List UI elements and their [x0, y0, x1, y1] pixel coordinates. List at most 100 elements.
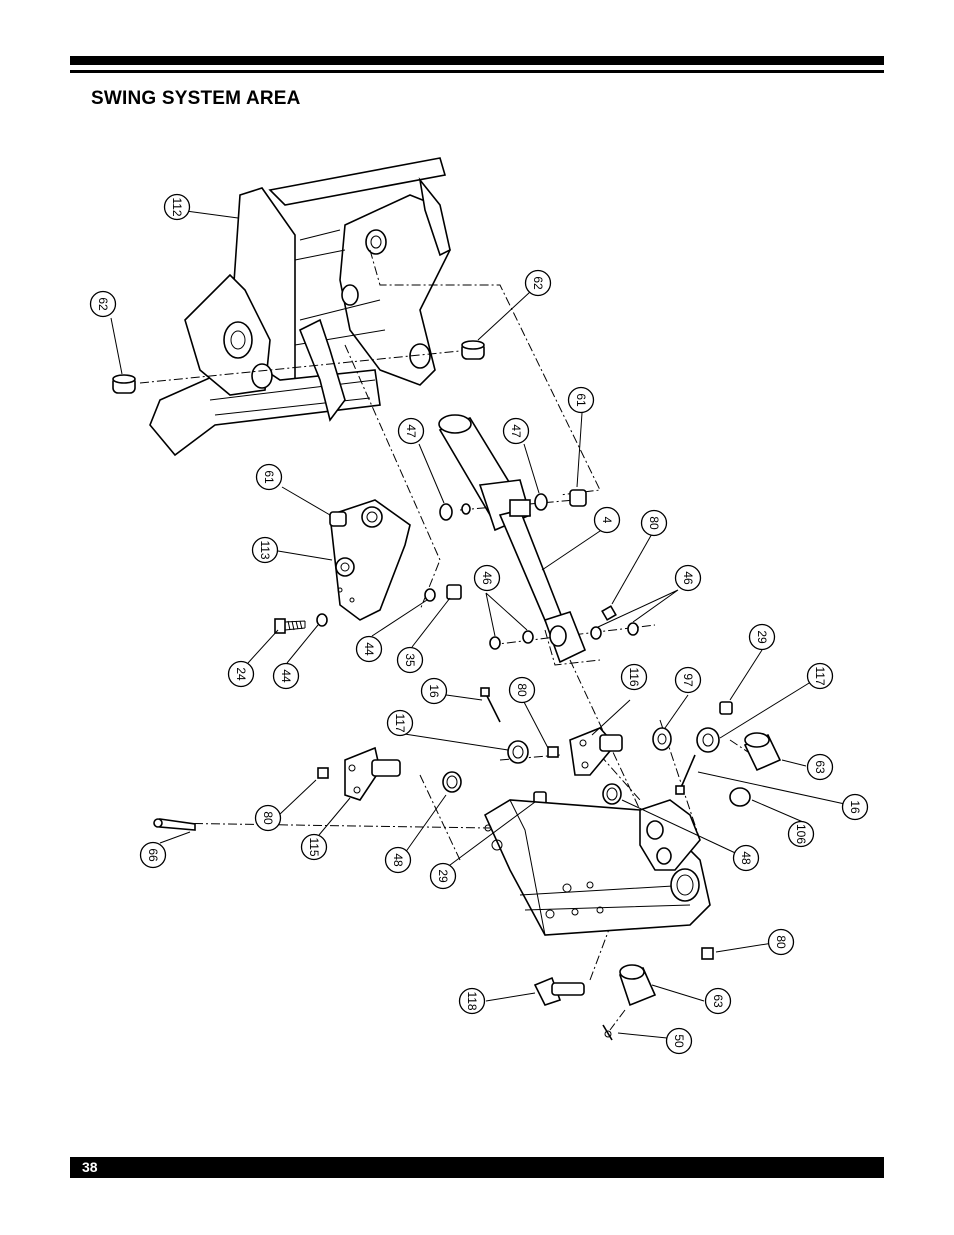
callout-48-left: 48: [384, 846, 412, 874]
bushing-117-right: [696, 727, 720, 753]
pin-bracket-115: [344, 746, 401, 801]
spacer-61-right: [569, 489, 587, 507]
svg-text:116: 116: [627, 667, 641, 686]
callout-116: 116: [620, 663, 648, 691]
svg-text:106: 106: [794, 824, 808, 844]
bushing-63-bottom: [618, 964, 657, 1007]
svg-text:117: 117: [813, 666, 827, 685]
callout-113: 113: [251, 536, 279, 564]
svg-text:50: 50: [672, 1034, 686, 1048]
callout-62-left: 62: [89, 290, 117, 318]
svg-text:118: 118: [465, 991, 479, 1010]
bolt-24: [274, 618, 306, 634]
callout-117-left: 117: [386, 709, 414, 737]
pin-bracket-116: [569, 727, 623, 776]
callout-48-right: 48: [732, 844, 760, 872]
callout-112: 112: [163, 193, 191, 221]
svg-text:117: 117: [393, 713, 407, 732]
callout-62-right: 62: [524, 269, 552, 297]
svg-text:97: 97: [681, 673, 695, 687]
callout-118: 118: [458, 987, 486, 1015]
swing-frame-112: [149, 157, 451, 457]
pin-66: [153, 818, 196, 831]
svg-text:115: 115: [307, 837, 321, 856]
washer-44-right: [424, 588, 436, 602]
callout-47-left: 47: [397, 417, 425, 445]
svg-text:16: 16: [848, 800, 862, 814]
callout-47-right: 47: [502, 417, 530, 445]
svg-text:48: 48: [391, 853, 405, 867]
svg-text:29: 29: [755, 630, 769, 644]
grease-fitting-80-top: [601, 605, 617, 621]
bushing-117-left: [507, 740, 529, 764]
svg-text:80: 80: [774, 935, 788, 949]
svg-text:66: 66: [146, 848, 160, 862]
grease-fitting-80-bottom: [701, 947, 714, 960]
washer-48-left: [442, 771, 462, 793]
svg-text:63: 63: [711, 994, 725, 1008]
svg-text:63: 63: [813, 760, 827, 774]
callout-66: 66: [139, 841, 167, 869]
bushing-63-top: [743, 732, 782, 772]
washers-46: [489, 622, 639, 650]
callout-80-mid: 80: [508, 676, 536, 704]
svg-text:44: 44: [362, 642, 376, 656]
washer-47-left: [439, 503, 471, 521]
callout-63-bottom: 63: [704, 987, 732, 1015]
svg-text:44: 44: [279, 669, 293, 683]
callout-35: 35: [396, 646, 424, 674]
svg-text:35: 35: [403, 653, 417, 667]
callout-44-right: 44: [355, 635, 383, 663]
svg-text:4: 4: [600, 517, 614, 524]
header-rule-thick: [70, 56, 884, 65]
callout-80-left: 80: [254, 804, 282, 832]
svg-text:61: 61: [262, 470, 276, 484]
callout-80-top: 80: [640, 509, 668, 537]
grease-fitting-80-mid: [547, 746, 559, 758]
washer-97: [652, 727, 672, 751]
washer-47-right: [534, 493, 548, 511]
svg-text:62: 62: [96, 297, 110, 311]
washer-48-right: [602, 783, 622, 805]
leader-lines: [110, 210, 855, 1039]
callout-4: 4: [593, 506, 621, 534]
page-title: SWING SYSTEM AREA: [91, 88, 301, 109]
svg-text:80: 80: [515, 683, 529, 697]
nut-106: [729, 787, 751, 807]
callout-115: 115: [300, 833, 328, 861]
svg-text:24: 24: [234, 667, 248, 681]
footer-bar: 38: [70, 1157, 884, 1178]
svg-text:61: 61: [574, 393, 588, 407]
spacer-61-left: [329, 511, 347, 527]
callout-46-left: 46: [473, 564, 501, 592]
cotter-pin-50: [602, 1024, 613, 1041]
mount-plate-113: [329, 499, 411, 621]
callout-117-right: 117: [806, 662, 834, 690]
svg-text:80: 80: [261, 811, 275, 825]
svg-text:47: 47: [509, 424, 523, 438]
hydraulic-cylinder-4: [438, 414, 587, 664]
svg-text:16: 16: [427, 684, 441, 698]
callout-61-left: 61: [255, 463, 283, 491]
header-rule-thin: [70, 70, 884, 73]
callout-46-right: 46: [674, 564, 702, 592]
bolt-16-right: [675, 754, 696, 795]
pin-bracket-118: [533, 976, 585, 1006]
svg-text:46: 46: [681, 571, 695, 585]
callout-16-right: 16: [841, 793, 869, 821]
bushing-62-right: [461, 340, 485, 360]
callout-61-right: 61: [567, 386, 595, 414]
svg-text:80: 80: [647, 516, 661, 530]
callout-50: 50: [665, 1027, 693, 1055]
svg-text:62: 62: [531, 276, 545, 290]
callout-16-top: 16: [420, 677, 448, 705]
svg-text:46: 46: [480, 571, 494, 585]
page-number: 38: [82, 1159, 98, 1175]
nut-35: [446, 584, 462, 600]
svg-text:113: 113: [258, 540, 272, 559]
callout-97: 97: [674, 666, 702, 694]
callout-106: 106: [787, 820, 815, 848]
svg-text:112: 112: [170, 197, 184, 216]
nut-29-top: [719, 701, 733, 715]
